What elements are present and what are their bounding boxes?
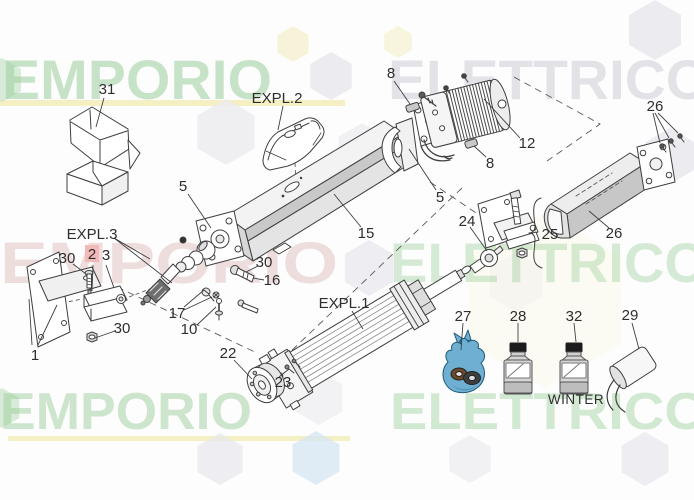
callout-26-top: 26: [647, 98, 664, 115]
part-1-wall-bracket: [26, 251, 102, 348]
callout-30-a: 30: [59, 250, 76, 267]
leader-lines: [28, 80, 679, 380]
watermark-text: ELETTRICO: [390, 383, 694, 441]
callout-8-mid: 8: [486, 155, 494, 172]
callout-25: 25: [542, 226, 559, 243]
callout-28: 28: [510, 308, 527, 325]
hex-watermark: [344, 240, 394, 296]
part-5-fork-right: [381, 117, 419, 174]
part-31-packaging-box: [66, 106, 141, 206]
part-10-pin: [215, 298, 223, 321]
callout-30-b: 30: [256, 254, 273, 271]
dashed-construction-lines: [61, 76, 601, 377]
callout-15: 15: [358, 225, 375, 242]
hex-watermark: [449, 435, 491, 483]
callout-32: 32: [566, 308, 583, 325]
callout-1: 1: [31, 347, 39, 364]
callout-10: 10: [181, 321, 198, 338]
part-3-clevis: [83, 285, 128, 322]
highlight-box-2: [85, 245, 99, 262]
callout-expl2: EXPL.2: [252, 90, 303, 107]
part-23-screws: [284, 358, 301, 374]
part-25-bracket: [477, 189, 543, 269]
part-22-end-cap: [246, 362, 285, 404]
callout-labels: 31 EXPL.2 8 12 8 26 26 5 5 15 EXPL.3 24 …: [31, 65, 664, 407]
part-26-tube: [543, 133, 685, 239]
winter-label: WINTER: [548, 392, 604, 407]
watermark-text: EMPORIO: [0, 383, 252, 441]
watermark: EMPORIO ELETTRICO EMPORIO ELETTRICO EMPO…: [0, 0, 694, 486]
diagram-parts: [26, 73, 685, 413]
part-27-screw-kit-bag: [442, 329, 486, 394]
callout-12: 12: [519, 135, 536, 152]
callout-23: 23: [275, 374, 292, 391]
watermark-yellow-band-bottom: [8, 436, 350, 441]
callout-27: 27: [455, 308, 472, 325]
part-expl3-gearbox: [140, 210, 245, 306]
callout-8-top: 8: [387, 65, 395, 82]
callout-29: 29: [622, 307, 639, 324]
hex-watermark: [310, 52, 352, 100]
part-29-capacitor: [606, 346, 657, 413]
part-expl2-cover: [262, 117, 325, 171]
callout-3: 3: [102, 247, 110, 264]
callout-expl1: EXPL.1: [319, 295, 370, 312]
part-12-motor: [420, 78, 511, 148]
part-30-screw: [84, 270, 94, 296]
part-expl1-cylinder: [258, 268, 466, 411]
watermark-text: EMPORIO: [2, 48, 272, 111]
part-16-bolt: [230, 265, 255, 283]
hex-watermark: [277, 26, 309, 62]
callout-16: 16: [264, 272, 281, 289]
callout-22: 22: [220, 345, 237, 362]
callout-26-bottom: 26: [606, 225, 623, 242]
callout-5-right: 5: [436, 189, 444, 206]
callout-17: 17: [169, 305, 186, 322]
part-30-nut: [86, 331, 98, 343]
callout-30-c: 30: [114, 320, 131, 337]
callout-5-left: 5: [179, 178, 187, 195]
callout-24: 24: [459, 213, 476, 230]
callout-31: 31: [99, 81, 116, 98]
callout-expl3: EXPL.3: [67, 226, 118, 243]
callout-2-highlighted: 2: [88, 246, 96, 263]
watermark-yellow-band-top: [0, 100, 345, 106]
